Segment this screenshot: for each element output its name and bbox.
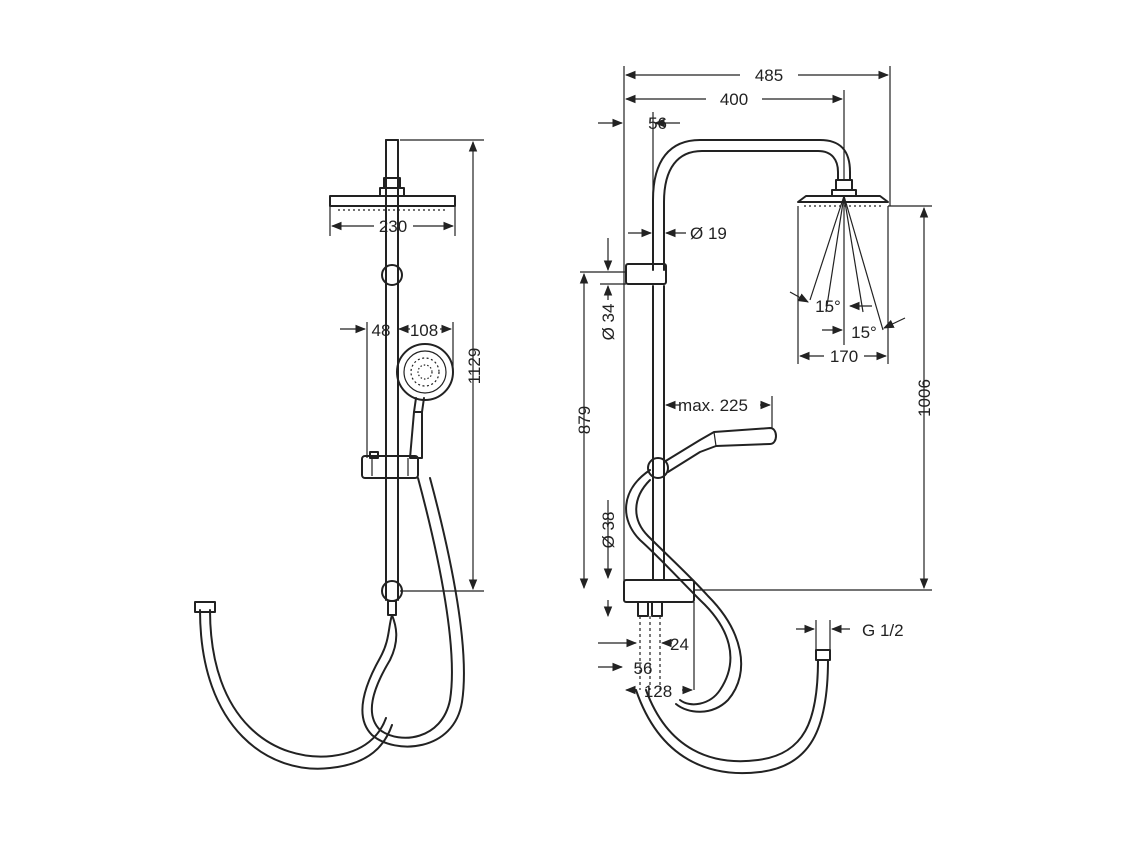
label-56-top: 56 <box>648 114 667 133</box>
dim-total-height: 1129 <box>400 139 484 592</box>
dim-head-width: 230 <box>329 206 456 236</box>
front-upper-clamp <box>381 264 403 286</box>
front-overhead-shower <box>329 177 456 211</box>
label-485: 485 <box>755 66 783 85</box>
label-1006: 1006 <box>915 379 934 417</box>
front-view: 230 <box>194 139 484 770</box>
label-879: 879 <box>575 406 594 434</box>
label-g-half: G 1/2 <box>862 621 904 640</box>
side-spray-cone: 15° 15° <box>789 195 906 345</box>
label-230: 230 <box>379 217 407 236</box>
label-diameter-34: Ø 34 <box>599 304 618 341</box>
label-56-bottom: 56 <box>634 659 653 678</box>
dim-top: 485 400 56 <box>598 66 891 590</box>
label-170: 170 <box>830 347 858 366</box>
label-max-225: max. 225 <box>678 396 748 415</box>
dim-spray-width: 170 <box>797 206 889 366</box>
dim-head-height: 1006 <box>888 205 934 590</box>
front-holder-slider <box>361 451 419 479</box>
label-400: 400 <box>720 90 748 109</box>
label-diameter-38: Ø 38 <box>599 512 618 549</box>
dim-offsets: 48 108 <box>340 321 454 458</box>
dim-thread: G 1/2 <box>796 620 904 650</box>
side-lower-hose <box>635 649 831 775</box>
front-hose <box>194 477 465 770</box>
label-angle-left: 15° <box>815 297 841 316</box>
label-angle-right: 15° <box>851 323 877 342</box>
label-48: 48 <box>372 321 391 340</box>
front-hand-shower <box>396 343 454 459</box>
dim-upper-diameter: Ø 34 <box>599 238 618 340</box>
side-upper-clamp <box>580 263 667 285</box>
side-riser-and-arm <box>652 139 851 581</box>
label-128: 128 <box>644 682 672 701</box>
side-hose <box>625 469 743 713</box>
label-24: 24 <box>670 635 689 654</box>
dim-pipe-diameter: Ø 19 <box>628 224 727 243</box>
dim-handshower-reach: max. 225 <box>664 396 773 428</box>
side-hand-shower <box>647 427 777 479</box>
side-view: 15° 15° 170 485 400 56 <box>575 66 934 775</box>
label-diameter-19: Ø 19 <box>690 224 727 243</box>
label-108: 108 <box>410 321 438 340</box>
dim-bottom: 24 56 128 <box>598 600 695 701</box>
label-1129: 1129 <box>465 348 484 385</box>
dim-lower-diameter: Ø 38 <box>599 500 618 580</box>
side-mixer-body <box>623 579 932 617</box>
dim-rail-height: 879 <box>575 272 594 590</box>
